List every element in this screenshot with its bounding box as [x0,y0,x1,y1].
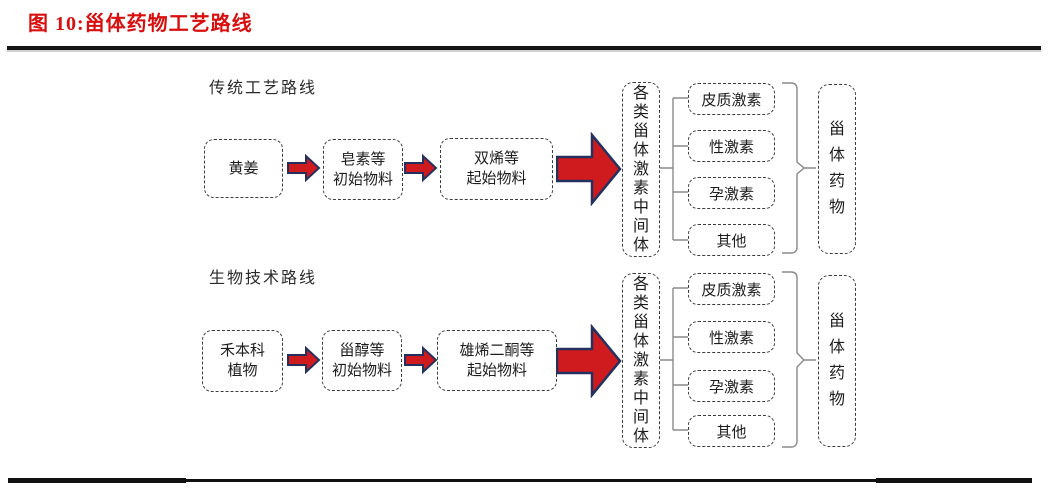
bottom-divider-left [8,478,186,483]
vertical-text: 各类甾体激素中间体 [632,85,649,254]
flow-arrow-icon [287,345,321,375]
node-other: 其他 [688,224,775,256]
node-steroid-intermediates: 各类甾体激素中间体 [622,82,660,257]
big-flow-arrow-icon [556,132,622,206]
node-starting-material-diene: 双烯等 起始物料 [440,138,553,200]
vertical-text: 各类甾体激素中间体 [632,276,649,445]
merge-bracket [782,271,816,448]
merge-bracket [782,82,816,254]
route-label-traditional: 传统工艺路线 [209,80,318,97]
vertical-text: 甾体药物 [828,313,845,408]
bottom-divider-right [876,478,1032,483]
node-raw-material-gramineae: 禾本科 植物 [202,330,283,392]
flow-arrow-icon [404,345,438,375]
figure-title: 图 10:甾体药物工艺路线 [28,13,253,35]
node-corticosteroid: 皮质激素 [688,83,775,115]
node-raw-material-huangjiang: 黄姜 [204,139,283,198]
route-label-biotech: 生物技术路线 [209,270,318,287]
branch-connector [660,287,688,431]
node-initial-material-saponin: 皂素等 初始物料 [323,139,403,200]
node-initial-material-sterol: 甾醇等 初始物料 [322,330,402,391]
top-divider-line [7,46,1041,50]
node-corticosteroid: 皮质激素 [688,273,775,305]
node-starting-material-androstenedione: 雄烯二酮等 起始物料 [437,330,557,391]
node-sex-hormone: 性激素 [688,130,775,162]
node-steroid-intermediates: 各类甾体激素中间体 [622,273,660,448]
flow-arrow-icon [287,153,321,183]
node-sex-hormone: 性激素 [688,321,775,353]
flow-arrow-icon [404,153,438,183]
node-progestogen: 孕激素 [688,370,775,402]
big-flow-arrow-icon [556,324,622,398]
vertical-text: 甾体药物 [828,121,845,216]
node-steroid-drugs: 甾体药物 [818,84,856,254]
node-other: 其他 [688,415,775,447]
branch-connector [660,97,688,241]
node-steroid-drugs: 甾体药物 [818,275,856,447]
bottom-divider-middle [186,479,876,482]
node-progestogen: 孕激素 [688,177,775,209]
